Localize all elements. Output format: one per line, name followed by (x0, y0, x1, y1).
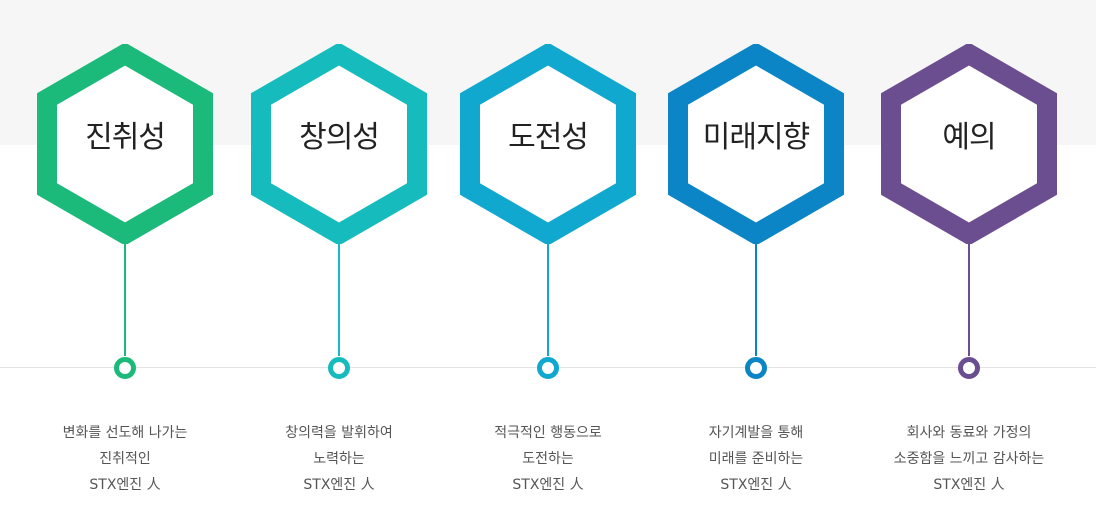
value-item-jinchwiseong: 진취성 변화를 선도해 나가는 진취적인 STX엔진 人 (15, 0, 235, 509)
value-title: 예의 (942, 120, 996, 155)
description-line: 도전하는 (522, 451, 574, 467)
timeline-dot (114, 357, 136, 379)
value-description: 변화를 선도해 나가는 진취적인 STX엔진 人 (15, 420, 235, 498)
value-description: 회사와 동료와 가정의 소중함을 느끼고 감사하는 STX엔진 人 (859, 420, 1079, 498)
value-title: 도전성 (508, 120, 589, 155)
value-item-yeui: 예의 회사와 동료와 가정의 소중함을 느끼고 감사하는 STX엔진 人 (859, 0, 1079, 509)
description-line: 적극적인 행동으로 (494, 425, 602, 441)
value-description: 적극적인 행동으로 도전하는 STX엔진 人 (438, 420, 658, 498)
timeline-dot (745, 357, 767, 379)
timeline-dot (328, 357, 350, 379)
value-description: 자기계발을 통해 미래를 준비하는 STX엔진 人 (646, 420, 866, 498)
description-line: 미래를 준비하는 (708, 451, 804, 467)
value-title: 진취성 (85, 120, 166, 155)
value-title: 창의성 (299, 120, 380, 155)
value-title: 미래지향 (702, 120, 810, 155)
description-line: STX엔진 人 (89, 477, 161, 493)
hexagon-icon (37, 44, 213, 244)
hexagon-icon (881, 44, 1057, 244)
description-line: 진취적인 (99, 451, 151, 467)
description-line: 회사와 동료와 가정의 (906, 425, 1032, 441)
hexagon-icon (668, 44, 844, 244)
value-item-dojeonseong: 도전성 적극적인 행동으로 도전하는 STX엔진 人 (438, 0, 658, 509)
description-line: STX엔진 人 (512, 477, 584, 493)
connector-line (124, 242, 126, 356)
connector-line (755, 242, 757, 356)
connector-line (968, 242, 970, 356)
hexagon-icon (460, 44, 636, 244)
description-line: STX엔진 人 (933, 477, 1005, 493)
description-line: STX엔진 人 (303, 477, 375, 493)
connector-line (338, 242, 340, 356)
value-description: 창의력을 발휘하여 노력하는 STX엔진 人 (229, 420, 449, 498)
description-line: 노력하는 (313, 451, 365, 467)
connector-line (547, 242, 549, 356)
description-line: 소중함을 느끼고 감사하는 (893, 451, 1045, 467)
description-line: 창의력을 발휘하여 (285, 425, 393, 441)
description-line: 자기계발을 통해 (708, 425, 804, 441)
hexagon-icon (251, 44, 427, 244)
timeline-dot (537, 357, 559, 379)
value-item-changuiseong: 창의성 창의력을 발휘하여 노력하는 STX엔진 人 (229, 0, 449, 509)
value-item-miraejihyang: 미래지향 자기계발을 통해 미래를 준비하는 STX엔진 人 (646, 0, 866, 509)
description-line: 변화를 선도해 나가는 (62, 425, 188, 441)
timeline-dot (958, 357, 980, 379)
description-line: STX엔진 人 (720, 477, 792, 493)
